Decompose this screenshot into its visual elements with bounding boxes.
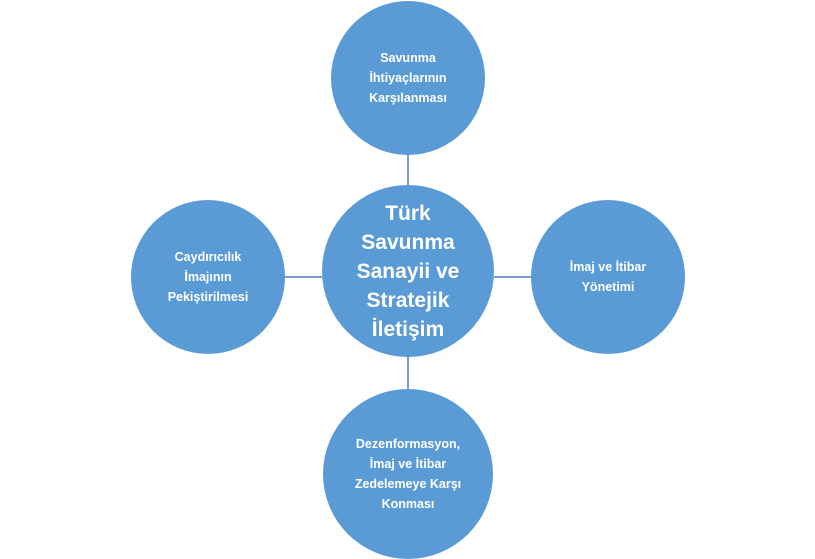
top-line: İhtiyaçlarının: [369, 71, 447, 85]
bottom-line: Zedelemeye Karşı: [354, 477, 462, 491]
top-node: Savunma İhtiyaçlarının Karşılanması: [331, 1, 485, 155]
bottom-node: Dezenformasyon, İmaj ve İtibar Zedelemey…: [323, 389, 493, 559]
right-line: İmaj ve İtibar: [569, 260, 647, 274]
center-line: Türk: [385, 201, 431, 225]
right-node: İmaj ve İtibar Yönetimi: [531, 200, 685, 354]
left-line: İmajının: [184, 270, 232, 284]
right-line: Yönetimi: [581, 280, 635, 294]
top-line: Savunma: [380, 51, 436, 65]
center-node: Türk Savunma Sanayii ve Stratejik İletiş…: [322, 185, 494, 357]
bottom-line: Konması: [381, 497, 435, 511]
center-line: Stratejik: [366, 288, 450, 312]
bottom-line: Dezenformasyon,: [355, 437, 461, 451]
center-line: Savunma: [361, 230, 455, 254]
center-line: İletişim: [371, 317, 445, 341]
top-line: Karşılanması: [369, 91, 447, 105]
left-node: Caydırıcılık İmajının Pekiştirilmesi: [131, 200, 285, 354]
center-line: Sanayii ve: [356, 259, 460, 283]
bottom-line: İmaj ve İtibar: [369, 457, 447, 471]
left-line: Caydırıcılık: [174, 250, 242, 264]
left-line: Pekiştirilmesi: [167, 290, 249, 304]
